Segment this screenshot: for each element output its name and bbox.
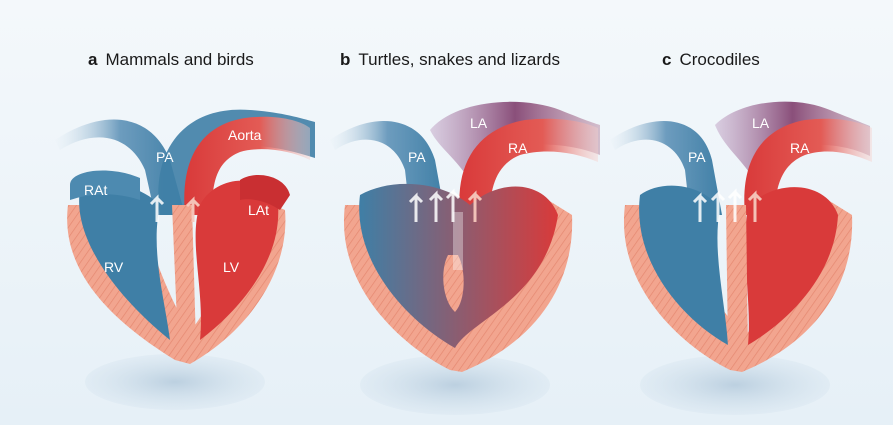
heart-a-label-rv: RV — [104, 259, 124, 275]
heart-a: PA Aorta RAt LAt RV LV — [55, 110, 315, 410]
heart-a-label-lv: LV — [223, 259, 240, 275]
heart-a-label-pa: PA — [156, 149, 174, 165]
heart-b-label-pa: PA — [408, 149, 426, 165]
heart-a-label-rat: RAt — [84, 182, 107, 198]
heart-b-label-la: LA — [470, 115, 488, 131]
heart-a-label-lat: LAt — [248, 202, 269, 218]
heart-c-label-la: LA — [752, 115, 770, 131]
heart-c-septum — [726, 205, 748, 350]
heart-c-label-ra: RA — [790, 140, 810, 156]
heart-c-label-pa: PA — [688, 149, 706, 165]
heart-a-label-aorta: Aorta — [228, 127, 262, 143]
heart-a-shadow — [85, 354, 265, 410]
heart-b: PA LA RA — [330, 102, 600, 415]
heart-b-label-ra: RA — [508, 140, 528, 156]
heart-c: PA LA RA — [610, 102, 872, 415]
